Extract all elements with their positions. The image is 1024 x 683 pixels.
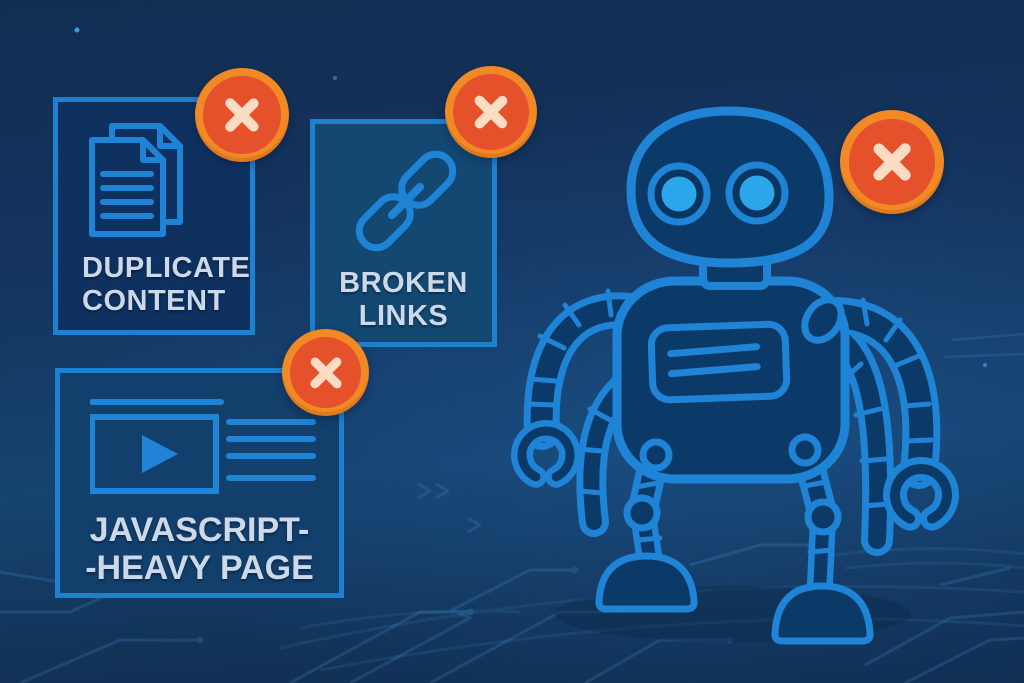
label-line: CONTENT: [82, 285, 226, 317]
card-label-broken-links: BROKEN LINKS: [315, 267, 492, 333]
x-icon: [203, 76, 281, 154]
error-badge-robot: [840, 110, 944, 214]
robot-eye-left: [661, 176, 697, 212]
robot-foot-right: [771, 582, 874, 645]
robot-eye-right: [739, 175, 775, 211]
robot-knee-joint-right: [804, 498, 842, 536]
label-line: JAVASCRIPT-: [89, 511, 310, 549]
label-line: LINKS: [358, 300, 449, 332]
error-badge-broken-links: [445, 66, 537, 158]
label-line: -HEAVY PAGE: [85, 549, 314, 587]
robot-chest-panel: [647, 320, 791, 404]
robot-crawler-illustration: [511, 106, 959, 645]
error-badge-duplicate-content: [195, 68, 289, 162]
right-edge-streaks: [943, 332, 1024, 359]
play-icon: [142, 435, 178, 473]
robot-eyes: [647, 161, 789, 226]
video-page-icon: [90, 399, 316, 494]
card-broken-links: BROKEN LINKS: [310, 119, 497, 347]
x-icon: [849, 119, 935, 205]
robot-hip-joint-right: [788, 433, 822, 467]
x-icon: [453, 74, 529, 150]
star-dots: [74, 27, 987, 367]
error-badge-javascript: [282, 329, 369, 416]
card-duplicate-content: DUPLICATE CONTENT: [53, 97, 255, 335]
chain-link-icon: [355, 150, 457, 252]
card-label-javascript-heavy-page: JAVASCRIPT- -HEAVY PAGE: [60, 511, 339, 587]
duplicate-documents-icon: [89, 123, 183, 237]
card-javascript-heavy-page: JAVASCRIPT- -HEAVY PAGE: [55, 368, 344, 598]
robot-knee-joint-left: [623, 494, 661, 532]
label-line: BROKEN: [339, 267, 468, 299]
x-icon: [289, 336, 362, 409]
robot-hip-joint-left: [639, 438, 673, 472]
robot-foot-left: [595, 552, 698, 613]
label-line: DUPLICATE: [82, 252, 251, 284]
card-label-duplicate-content: DUPLICATE CONTENT: [82, 252, 250, 318]
robot-claws: [511, 420, 959, 531]
robot-shoulder-joint: [801, 296, 845, 344]
